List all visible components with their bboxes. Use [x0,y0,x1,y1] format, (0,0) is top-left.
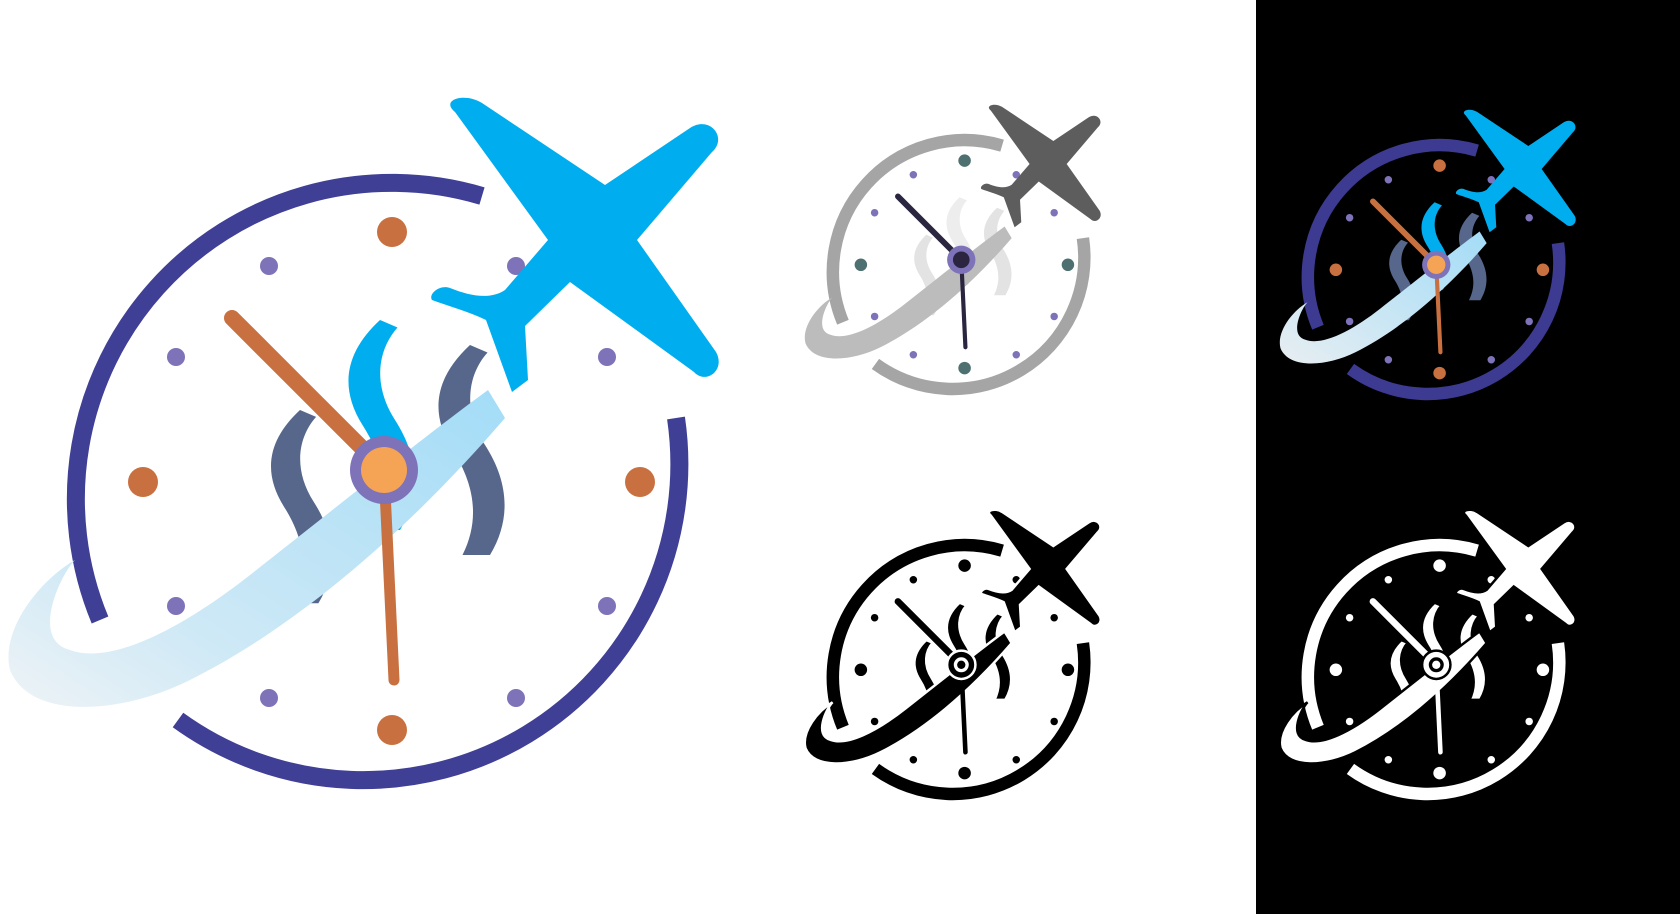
logo-color-on-black [1279,95,1680,435]
logo-full-color [0,0,800,914]
clock-airplane-logo-icon [8,97,719,790]
logo-white-outline [1278,495,1680,835]
clock-minute-dots-icon [167,257,616,707]
clock-airplane-logo-grayscale-icon [804,104,1101,396]
clock-airplane-logo-white-icon [1278,508,1577,801]
logo-grayscale [804,90,1205,430]
clock-hands-icon [224,310,400,686]
clock-ring-lower-icon [172,416,689,790]
contrail-swoosh-icon [8,390,506,707]
logo-black-outline [803,495,1205,835]
clock-ring-icon [66,173,485,624]
clock-airplane-logo-black-icon [803,508,1102,801]
clock-hub-center-icon [361,447,407,493]
clock-airplane-logo-dark-icon [1279,109,1576,401]
clock-hour-dots-icon [128,217,655,745]
